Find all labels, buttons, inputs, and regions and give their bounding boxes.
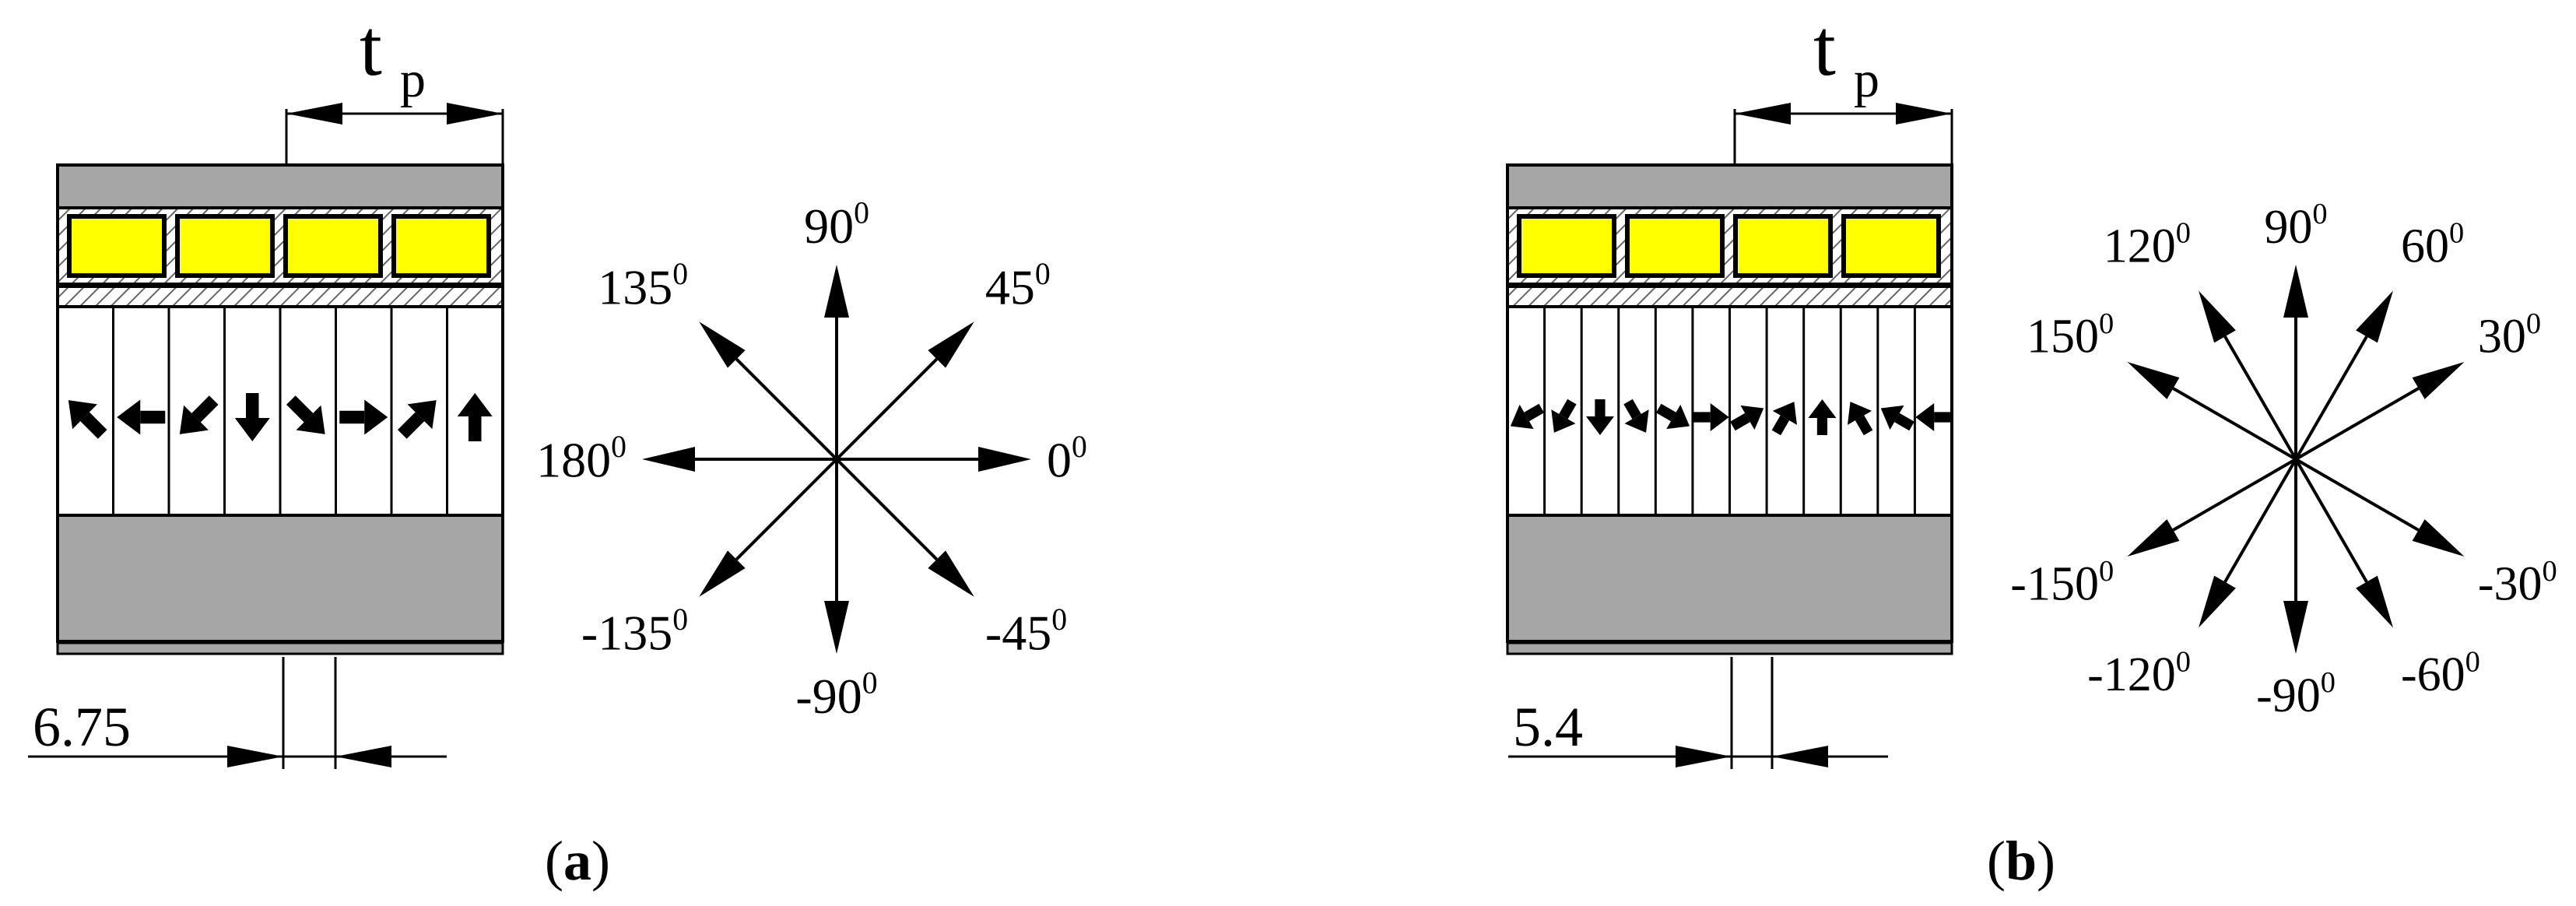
magnet-arrow bbox=[1551, 399, 1577, 433]
pitch-subscript: p bbox=[400, 51, 426, 108]
compass-label: 00 bbox=[1047, 430, 1087, 488]
pitch-dimension-a: t p bbox=[285, 3, 504, 165]
dimension-value-b: 5.4 bbox=[1513, 696, 1583, 758]
magnet-arrow bbox=[68, 400, 107, 439]
magnet-arrow bbox=[1693, 403, 1729, 431]
compass-arrow: 900 bbox=[804, 195, 869, 459]
pitch-dimension-b: t p bbox=[1733, 3, 1953, 165]
compass-arrow: -300 bbox=[2295, 458, 2557, 611]
compass-arrow: 1500 bbox=[2027, 307, 2297, 461]
compass-arrow: 1800 bbox=[536, 430, 837, 488]
coil-b-4 bbox=[1841, 214, 1941, 278]
compass-arrow: 00 bbox=[837, 430, 1087, 488]
magnet-width-dimension-b: 5.4 bbox=[1508, 657, 1888, 769]
magnet-arrow bbox=[1771, 402, 1797, 436]
magnet-arrow bbox=[1880, 405, 1914, 431]
compass-label: 300 bbox=[2478, 307, 2541, 363]
coil-a-1 bbox=[67, 214, 167, 278]
coil-b-2 bbox=[1625, 214, 1725, 278]
magnet-arrow bbox=[286, 395, 325, 434]
magnet-arrow bbox=[457, 393, 493, 441]
magnet-arrow bbox=[339, 399, 388, 435]
caption-a: (a) bbox=[545, 830, 610, 892]
compass-arrow: -1200 bbox=[2087, 458, 2297, 701]
pitch-subscript: p bbox=[1854, 51, 1879, 108]
compass-label: -1350 bbox=[581, 602, 688, 661]
magnet-arrow bbox=[1847, 402, 1873, 436]
compass-label: 900 bbox=[2264, 198, 2327, 254]
compass-label: -1500 bbox=[2010, 555, 2114, 611]
caption-letter-b: b bbox=[2006, 830, 2037, 892]
compass-label: 1200 bbox=[2104, 217, 2191, 273]
compass-label: 1500 bbox=[2027, 307, 2114, 363]
pitch-symbol: t bbox=[1813, 3, 1836, 93]
compass-arrow: -600 bbox=[2294, 458, 2480, 701]
coil-a-3 bbox=[283, 214, 383, 278]
compass-arrow: 1200 bbox=[2104, 217, 2297, 460]
coil-a-2 bbox=[175, 214, 275, 278]
compass-arrow: -1500 bbox=[2010, 458, 2297, 611]
coil-b-1 bbox=[1517, 214, 1616, 278]
stator-yoke-a bbox=[56, 163, 504, 209]
compass-label: 600 bbox=[2401, 217, 2464, 273]
compass-arrow: 300 bbox=[2295, 307, 2541, 461]
magnet-arrow bbox=[1510, 403, 1545, 430]
magnet-array-b bbox=[1506, 305, 1953, 517]
magnet-arrow bbox=[397, 400, 437, 439]
stator-yoke-b bbox=[1506, 163, 1953, 209]
compass-label: 900 bbox=[804, 195, 869, 254]
back-iron-b bbox=[1506, 514, 1953, 643]
magnet-arrow bbox=[234, 393, 270, 441]
airgap-strip-b bbox=[1506, 285, 1953, 308]
angle-compass-a: 900 450 00 -450 -900 -1350 1800 1350 bbox=[536, 195, 1087, 724]
compass-arrow: -900 bbox=[2256, 459, 2336, 722]
compass-label: 450 bbox=[985, 257, 1051, 315]
airgap-strip-a bbox=[56, 285, 504, 308]
magnet-arrow bbox=[1730, 405, 1764, 431]
compass-arrow: 1350 bbox=[598, 257, 838, 461]
dimension-value-a: 6.75 bbox=[33, 696, 131, 758]
compass-arrow: 900 bbox=[2264, 198, 2328, 459]
magnet-arrow bbox=[1915, 403, 1952, 431]
caption-letter-a: a bbox=[563, 830, 591, 892]
compass-label: -450 bbox=[985, 602, 1067, 661]
pitch-symbol: t bbox=[360, 3, 382, 93]
compass-label: -300 bbox=[2478, 555, 2557, 611]
magnet-arrow bbox=[1655, 403, 1690, 430]
coil-a-4 bbox=[391, 214, 491, 278]
compass-label: 1350 bbox=[598, 257, 688, 315]
magnet-arrow bbox=[1585, 399, 1614, 435]
coil-b-3 bbox=[1733, 214, 1833, 278]
back-iron-a bbox=[56, 514, 504, 643]
compass-label: -900 bbox=[795, 665, 877, 724]
magnet-array-a bbox=[56, 305, 504, 517]
magnet-arrow bbox=[117, 399, 166, 435]
compass-arrow: 600 bbox=[2294, 217, 2464, 460]
compass-label: 1800 bbox=[536, 430, 626, 488]
magnet-arrow bbox=[1808, 399, 1837, 435]
panel-a: t p 6.75 900 450 00 -450 -900 -1350 1800 1350 bbox=[28, 3, 1087, 892]
compass-label: -900 bbox=[2256, 666, 2336, 722]
compass-arrow: 450 bbox=[835, 257, 1051, 461]
magnet-width-dimension-a: 6.75 bbox=[28, 657, 447, 769]
compass-arrow: -1350 bbox=[581, 458, 838, 661]
compass-arrow: -900 bbox=[795, 459, 878, 724]
caption-b: (b) bbox=[1987, 830, 2055, 892]
compass-label: -1200 bbox=[2087, 645, 2191, 701]
magnet-arrow bbox=[1623, 399, 1649, 433]
compass-arrow: -450 bbox=[835, 458, 1067, 661]
compass-label: -600 bbox=[2401, 645, 2480, 701]
magnet-arrow bbox=[179, 395, 219, 434]
